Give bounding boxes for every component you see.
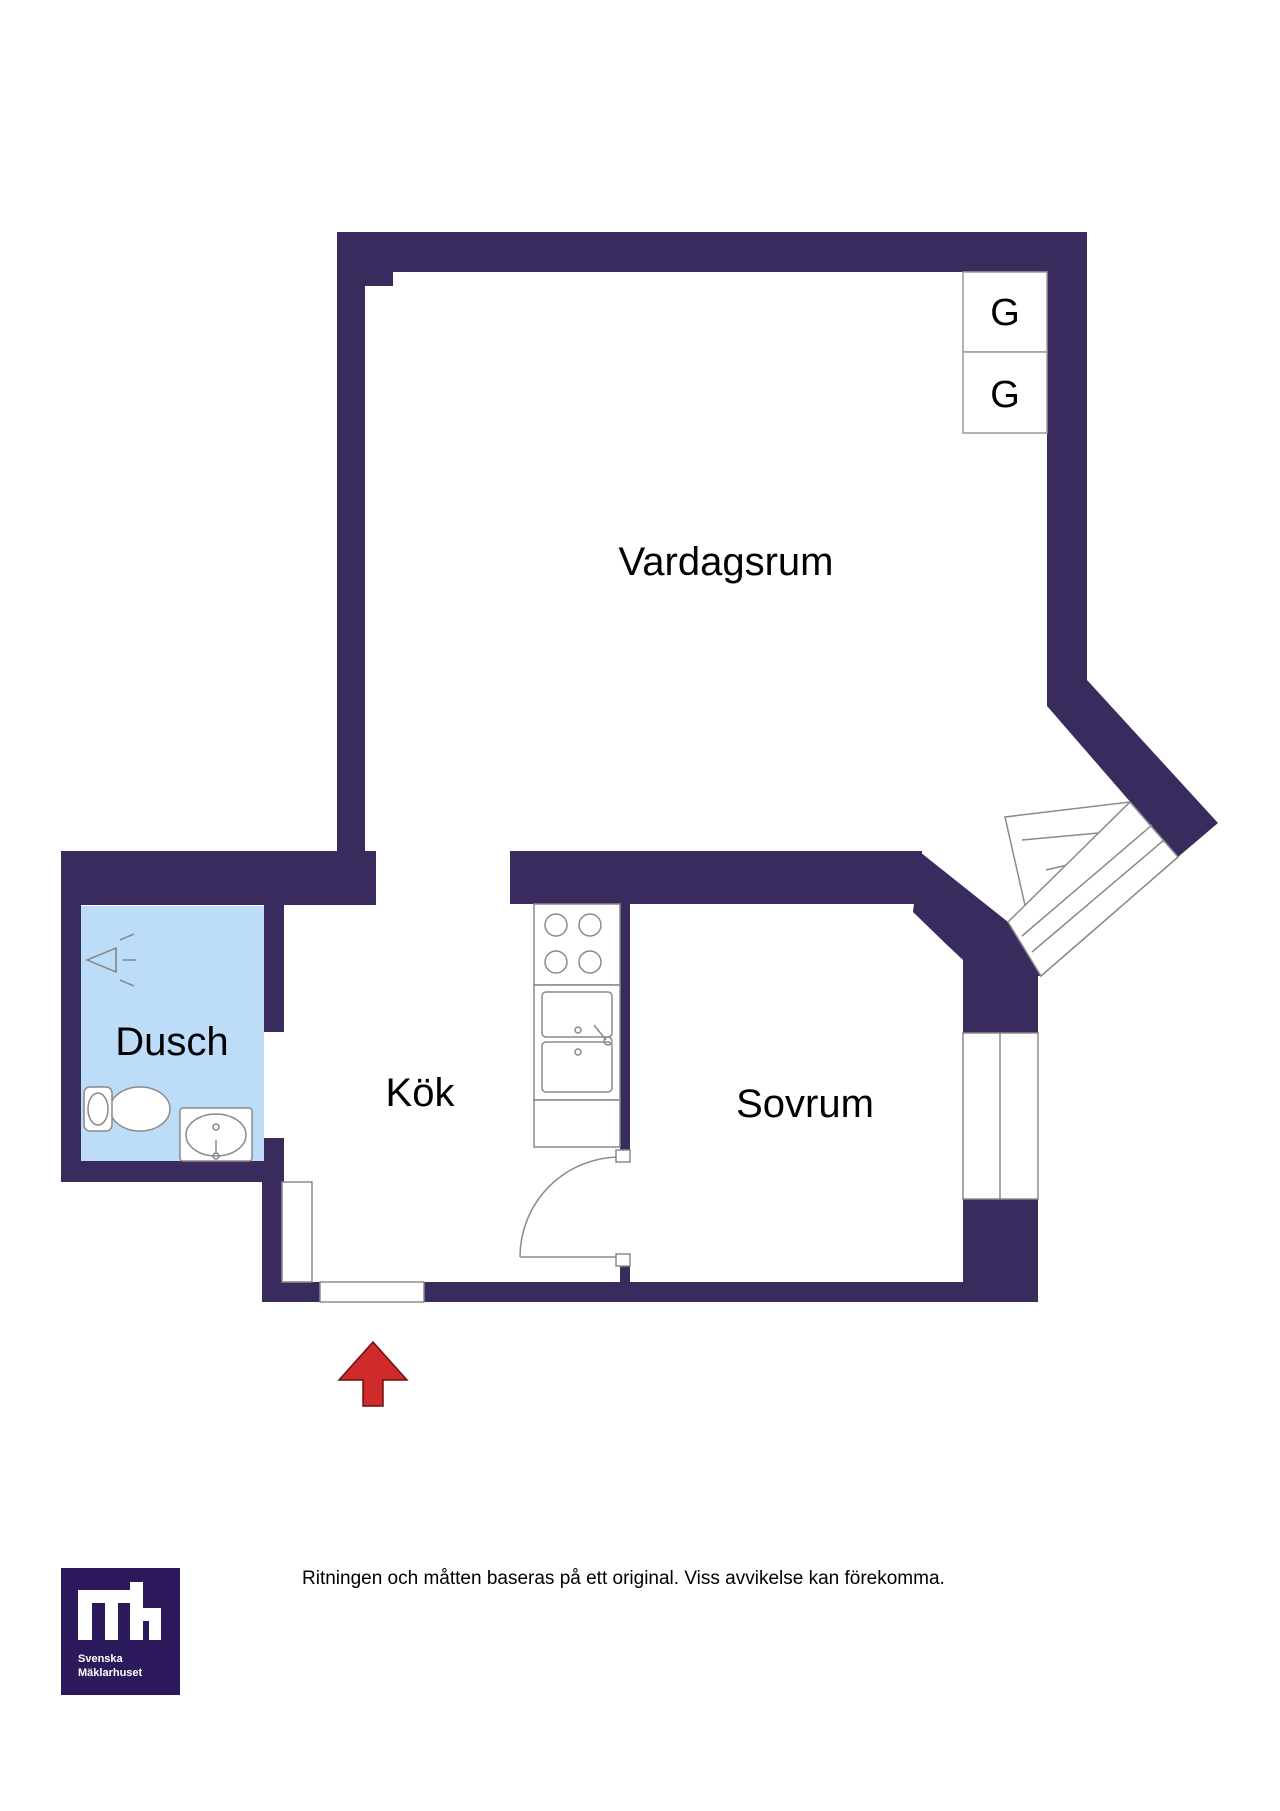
logo-text-line2: Mäklarhuset [78,1667,143,1679]
wall-bottom-right [424,1282,1038,1302]
room-label-living: Vardagsrum [619,540,834,584]
wall-bay-lower [913,852,1041,976]
kitchen-cabinet [281,1181,313,1283]
shower-opening [264,1032,284,1138]
closet-2 [962,351,1048,434]
wall-bay-upper [1047,680,1218,857]
stove-icon [533,903,621,986]
bedroom-door [519,1149,631,1267]
wall-shower-bottom [61,1161,284,1182]
wall-mid-left [61,851,376,905]
closets: G G [962,271,1048,434]
wall-living-left-notch [337,232,393,286]
logo-text-line1: Svenska [78,1653,124,1665]
shower-head-icon [85,933,136,987]
bedroom-window [962,1032,1039,1200]
bay-window-line-1 [1021,824,1153,937]
washbasin-icon [179,1107,253,1162]
wall-kitchen-left [262,1161,282,1302]
bay-window-clear [1007,800,1180,978]
wall-living-top [337,232,1087,272]
wall-kitchen-bedroom-stub [620,1265,630,1285]
wall-mid-right [510,851,922,904]
closet-label-1: G [990,292,1020,334]
kitchen-counter-end [533,1099,621,1148]
wall-shower-right-upper [264,903,284,1032]
wall-kitchen-bedroom [620,904,630,1157]
wall-living-right [1047,232,1087,700]
toilet-icon [83,1086,171,1132]
room-label-shower: Dusch [115,1020,228,1064]
wall-bedroom-right-top [963,960,1038,1033]
disclaimer-text: Ritningen och måtten baseras på ett orig… [302,1568,945,1589]
wall-shower-left [61,851,81,1182]
room-label-kitchen: Kök [386,1071,456,1115]
closet-1 [962,271,1048,353]
closet-label-2: G [990,374,1020,416]
entrance-arrow-icon [337,1340,409,1407]
wall-living-left [337,232,365,852]
bay-window-line-2 [1031,839,1165,953]
sink-icon [533,984,621,1101]
entrance-door [319,1281,425,1303]
walls [61,232,1218,1302]
room-label-bedroom: Sovrum [736,1082,874,1126]
svenska-maklarhuset-logo: Svenska Mäklarhuset [61,1568,180,1695]
wall-bottom-left [262,1282,320,1302]
